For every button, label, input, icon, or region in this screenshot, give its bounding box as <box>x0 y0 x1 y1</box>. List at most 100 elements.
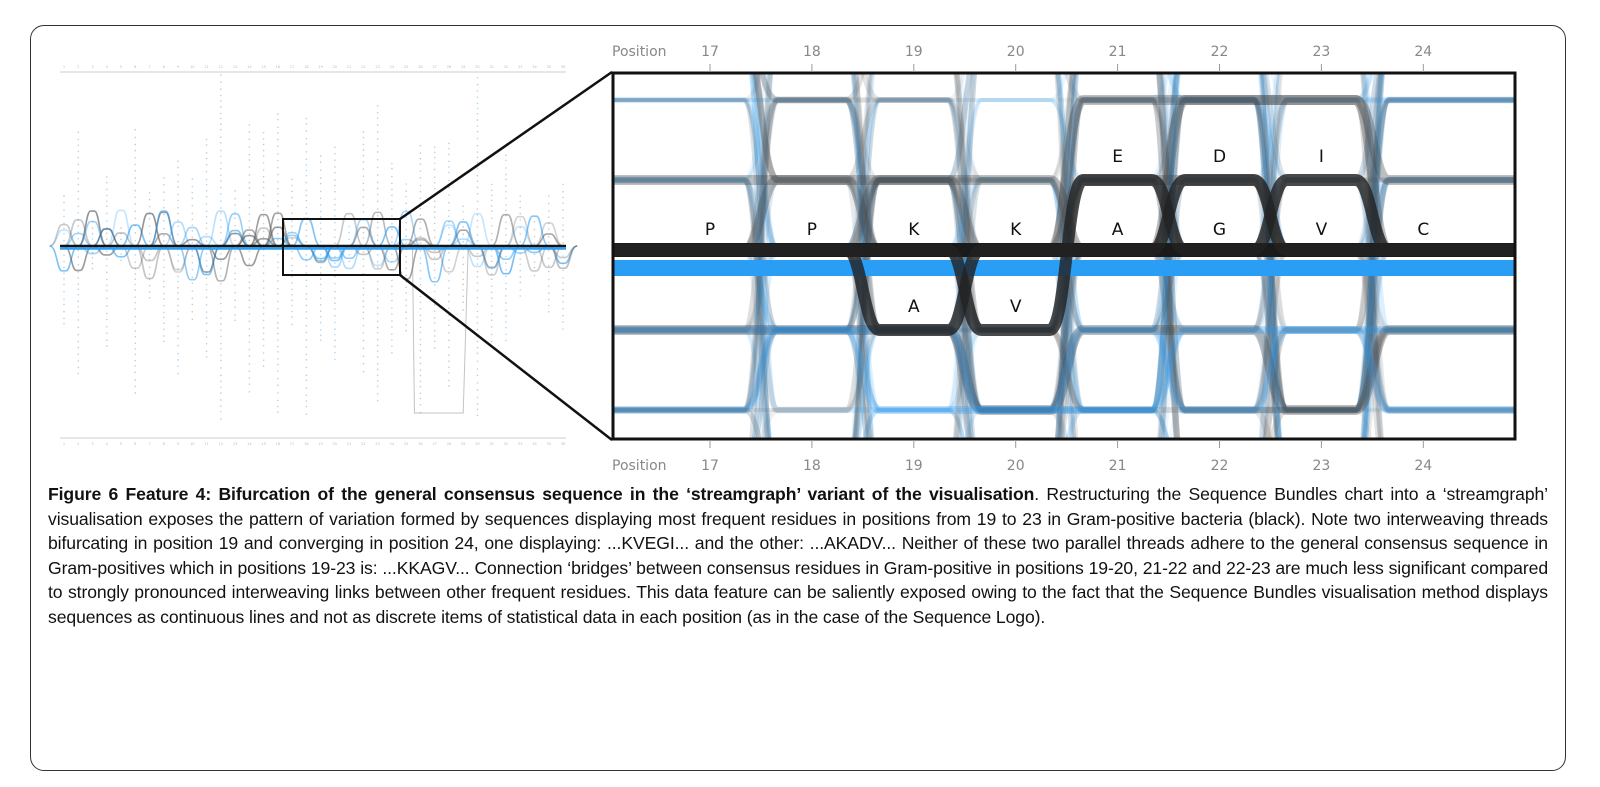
overview-residue-dot <box>277 166 279 169</box>
overview-residue-dot <box>63 283 65 286</box>
overview-residue-dot <box>490 285 493 287</box>
overview-residue-dot <box>120 253 122 255</box>
overview-residue-dot <box>419 362 422 365</box>
overview-residue-dot <box>476 360 479 363</box>
figure-frame <box>30 25 1566 771</box>
overview-residue-dot <box>405 299 407 301</box>
overview-residue-dot <box>305 164 308 166</box>
overview-residue-dot <box>362 311 365 314</box>
overview-tick-label: 20 <box>333 442 337 446</box>
overview-residue-dot <box>105 289 108 292</box>
overview-residue-dot <box>433 249 436 252</box>
overview-tick-label: 32 <box>504 442 508 446</box>
overview-residue-dot <box>220 329 222 331</box>
residue-label: E <box>1112 147 1123 167</box>
overview-residue-dot <box>519 281 522 284</box>
overview-tick-label: 36 <box>561 442 565 446</box>
overview-residue-dot <box>262 230 265 233</box>
overview-residue-dot <box>376 117 379 119</box>
overview-residue-dot <box>405 311 407 313</box>
gram-positive-strand <box>614 74 1514 438</box>
overview-bundle <box>63 219 93 247</box>
overview-residue-dot <box>134 232 137 234</box>
overview-residue-dot <box>433 216 436 219</box>
overview-residue-dot <box>433 162 436 165</box>
overview-residue-dot <box>77 237 80 240</box>
overview-residue-dot <box>205 259 208 262</box>
overview-residue-dot <box>376 124 379 126</box>
overview-residue-dot <box>376 344 379 347</box>
overview-residue-dot <box>362 136 365 139</box>
overview-residue-dot <box>277 314 279 317</box>
overview-residue-dot <box>277 211 279 213</box>
overview-residue-dot <box>348 238 350 241</box>
overview-residue-dot <box>291 204 293 207</box>
overview-residue-dot <box>63 310 65 313</box>
overview-residue-dot <box>220 88 222 90</box>
caption-title: Figure 6 Feature 4: Bifurcation of the g… <box>48 484 1035 504</box>
overview-bundle <box>49 223 79 247</box>
gram-positive-strand <box>614 74 1384 438</box>
overview-residue-dot <box>448 166 450 168</box>
overview-residue-dot <box>248 263 251 265</box>
overview-residue-dot <box>362 265 365 267</box>
overview-residue-dot <box>419 319 422 322</box>
overview-residue-dot <box>177 365 179 367</box>
overview-residue-dot <box>134 283 137 286</box>
overview-residue-dot <box>305 272 308 274</box>
overview-residue-dot <box>148 284 151 287</box>
overview-residue-dot <box>163 253 165 256</box>
overview-residue-dot <box>220 212 222 214</box>
overview-residue-dot <box>490 225 493 227</box>
overview-residue-dot <box>248 153 251 156</box>
overview-residue-dot <box>362 370 365 373</box>
overview-residue-dot <box>205 277 208 280</box>
overview-residue-dot <box>319 329 322 331</box>
overview-tick-label: 33 <box>518 65 522 69</box>
overview-residue-dot <box>134 239 137 242</box>
overview-residue-dot <box>63 254 65 257</box>
overview-residue-dot <box>476 289 479 292</box>
overview-residue-dot <box>177 212 179 215</box>
overview-residue-dot <box>262 201 265 204</box>
overview-bundle <box>334 245 364 270</box>
overview-bundle <box>149 210 179 247</box>
overview-residue-dot <box>547 257 550 260</box>
overview-residue-dot <box>505 333 507 336</box>
overview-residue-dot <box>63 201 65 204</box>
overview-residue-dot <box>505 309 507 311</box>
overview-residue-dot <box>448 186 450 189</box>
overview-residue-dot <box>433 347 436 349</box>
overview-residue-dot <box>277 266 279 269</box>
overview-residue-dot <box>220 219 222 221</box>
overview-residue-dot <box>291 288 293 291</box>
overview-tick-label: 25 <box>404 442 408 446</box>
detail-frame <box>611 71 1517 441</box>
overview-residue-dot <box>248 250 251 253</box>
overview-residue-dot <box>391 222 393 225</box>
overview-residue-dot <box>277 280 279 282</box>
overview-bundle <box>63 232 93 247</box>
overview-bundle <box>420 245 450 283</box>
overview-residue-dot <box>562 183 564 186</box>
overview-residue-dot <box>476 214 479 216</box>
overview-tick-label: 25 <box>404 65 408 69</box>
overview-tick-label: 18 <box>304 442 308 446</box>
overview-residue-dot <box>220 141 222 144</box>
overview-residue-dot <box>419 403 422 406</box>
overview-residue-dot <box>220 410 222 413</box>
overview-residue-dot <box>262 215 265 218</box>
overview-residue-dot <box>490 194 493 197</box>
overview-residue-dot <box>77 183 80 186</box>
overview-residue-dot <box>205 227 208 230</box>
overview-residue-dot <box>419 397 422 400</box>
overview-residue-dot <box>419 307 422 310</box>
overview-bundle <box>548 245 578 265</box>
figure-caption: Figure 6 Feature 4: Bifurcation of the g… <box>48 482 1548 630</box>
overview-residue-dot <box>476 403 479 405</box>
overview-bundle <box>234 245 264 267</box>
overview-residue-dot <box>334 159 336 161</box>
overview-residue-dot <box>476 270 479 273</box>
overview-residue-dot <box>148 291 151 293</box>
overview-residue-dot <box>462 301 465 304</box>
